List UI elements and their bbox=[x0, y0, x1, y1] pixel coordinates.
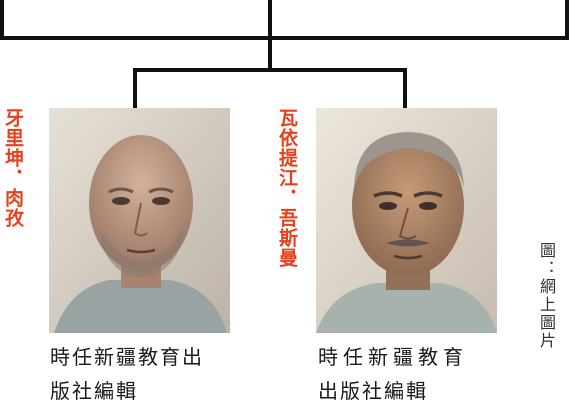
person-1-name: 牙里坤．肉孜 bbox=[2, 108, 24, 228]
person-2-name: 瓦依提江．吾斯曼 bbox=[276, 108, 298, 268]
person-2-photo bbox=[316, 108, 497, 333]
person-1-caption: 時任新疆教育出 版社編輯 bbox=[50, 340, 204, 408]
person-1-photo bbox=[49, 108, 230, 333]
person-1-caption-line2: 版社編輯 bbox=[50, 379, 138, 403]
person-2-caption-line1: 時任新疆教育 bbox=[318, 345, 468, 369]
person-2-caption-line2: 出版社編輯 bbox=[318, 379, 428, 403]
image-credit: 圖：網上圖片 bbox=[537, 242, 556, 350]
person-2-caption: 時任新疆教育 出版社編輯 bbox=[318, 340, 468, 408]
person-1-caption-line1: 時任新疆教育出 bbox=[50, 345, 204, 369]
